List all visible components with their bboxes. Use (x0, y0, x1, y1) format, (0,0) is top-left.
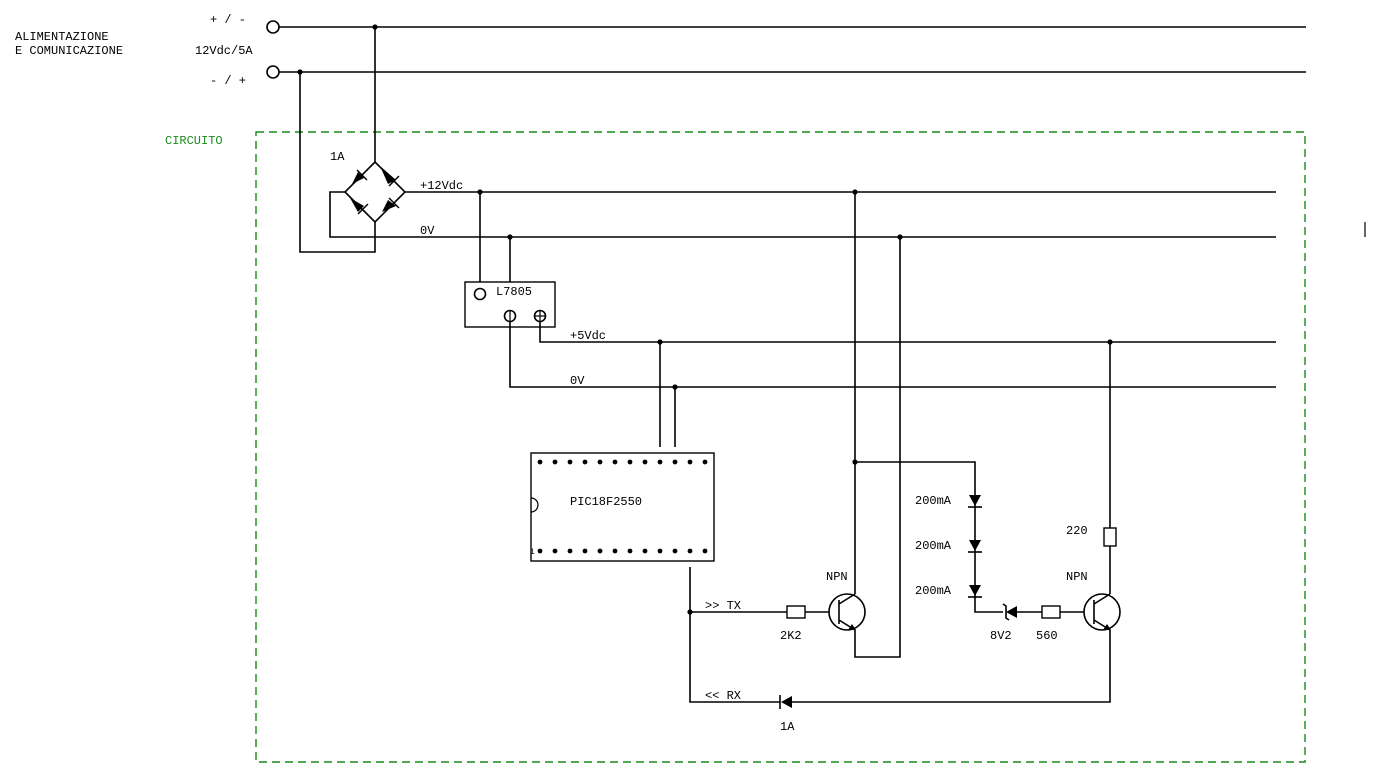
zener-diode-icon (1002, 603, 1017, 621)
mcu-pin (627, 548, 633, 554)
mcu-pin (582, 459, 588, 465)
diode1-label: 200mA (915, 494, 952, 508)
mcu-pin (552, 548, 558, 554)
diode-chain-icon (968, 495, 982, 598)
mcu-pin (612, 548, 618, 554)
mcu-pin (672, 548, 678, 554)
mcu-pin (597, 548, 603, 554)
rx-label: << RX (705, 689, 741, 703)
regulator-input-pin-icon (473, 287, 487, 301)
mcu-pin (702, 459, 708, 465)
mcu-pin1-label: 1 (530, 548, 535, 557)
rx-diode-icon (779, 695, 792, 709)
mcu-pin (537, 459, 543, 465)
supply-rating: 12Vdc/5A (195, 44, 253, 58)
mcu-pin (612, 459, 618, 465)
terminal-bottom-polarity: - / + (210, 74, 246, 88)
supply-title-line1: ALIMENTAZIONE (15, 30, 109, 44)
mcu-pin (642, 459, 648, 465)
resistor-560-icon (1041, 605, 1061, 619)
npn-transistor-right-icon (1083, 593, 1121, 631)
rail-0v-bottom-label: 0V (570, 374, 585, 388)
rail-12v-label: +12Vdc (420, 179, 463, 193)
resistor-220-label: 220 (1066, 524, 1088, 538)
mcu-pin (537, 548, 543, 554)
npn-right-label: NPN (1066, 570, 1088, 584)
mcu-pin (687, 459, 693, 465)
bridge-rating: 1A (330, 150, 345, 164)
resistor-2k2-icon (786, 605, 806, 619)
mcu-pin (597, 459, 603, 465)
mcu-label: PIC18F2550 (570, 495, 642, 509)
circuit-frame-label: CIRCUITO (165, 134, 223, 148)
tx-label: >> TX (705, 599, 741, 613)
mcu-pin (552, 459, 558, 465)
diode3-label: 200mA (915, 584, 952, 598)
mcu-pin (642, 548, 648, 554)
mcu-pin (657, 459, 663, 465)
mcu-pin (687, 548, 693, 554)
diode2-label: 200mA (915, 539, 952, 553)
mcu-pin (567, 548, 573, 554)
rail-0v-top-label: 0V (420, 224, 435, 238)
zener-label: 8V2 (990, 629, 1012, 643)
npn-transistor-left-icon (828, 593, 866, 631)
mcu-pin (657, 548, 663, 554)
mcu-chip: PIC18F2550 1 (530, 452, 715, 562)
mcu-pin (672, 459, 678, 465)
terminal-bottom-icon (266, 65, 280, 79)
regulator-label: L7805 (496, 285, 532, 299)
bridge-rectifier-icon (343, 160, 407, 224)
terminal-top-polarity: + / - (210, 13, 246, 27)
resistor-2k2-label: 2K2 (780, 629, 802, 643)
mcu-pin (582, 548, 588, 554)
terminal-top-icon (266, 20, 280, 34)
mcu-pin (627, 459, 633, 465)
supply-title-line2: E COMUNICAZIONE (15, 44, 123, 58)
mcu-pin (567, 459, 573, 465)
rail-5v-label: +5Vdc (570, 329, 606, 343)
resistor-220-icon (1103, 527, 1117, 547)
resistor-560-label: 560 (1036, 629, 1058, 643)
mcu-pin (702, 548, 708, 554)
npn-left-label: NPN (826, 570, 848, 584)
circuit-frame (255, 131, 1306, 763)
rx-diode-label: 1A (780, 720, 795, 734)
